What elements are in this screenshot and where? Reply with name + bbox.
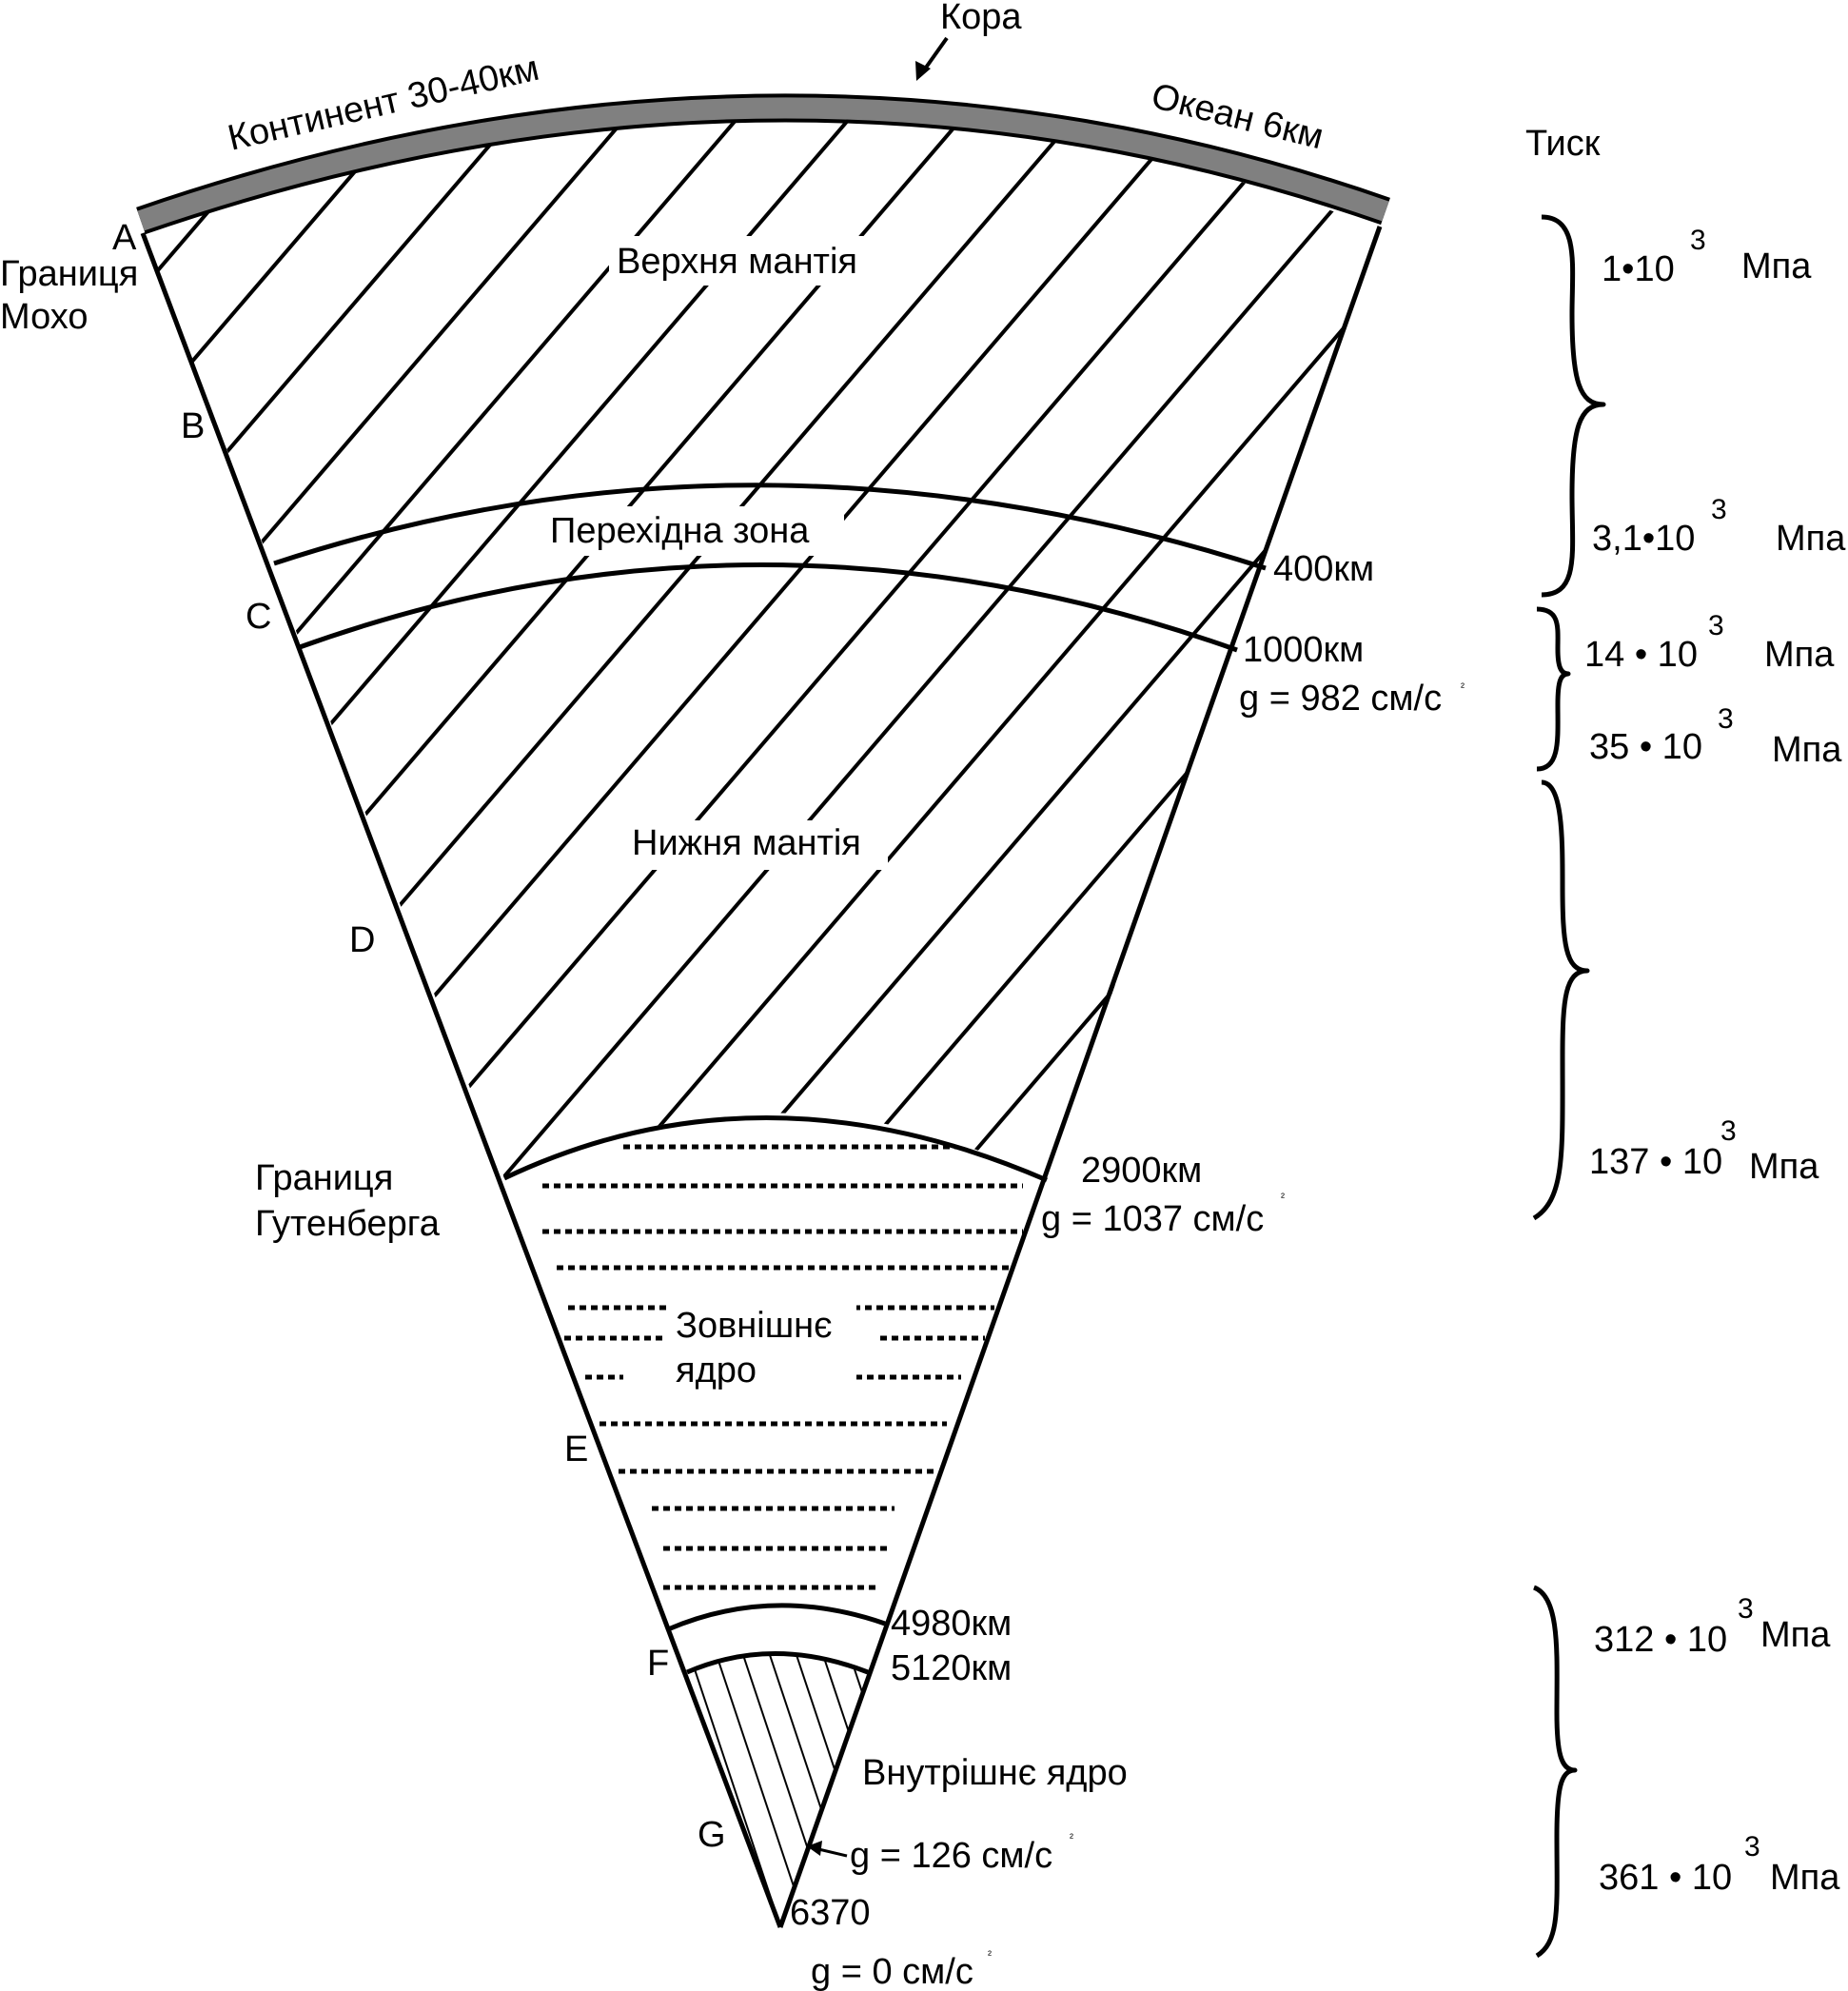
hatch-line bbox=[143, 114, 1016, 1180]
depth-1000km: 1000км bbox=[1243, 630, 1364, 670]
pressure-2-unit: Мпа bbox=[1776, 519, 1846, 559]
pressure-6: 312 • 10 bbox=[1594, 1620, 1727, 1660]
gravity-inner: g = 126 см/с bbox=[850, 1836, 1052, 1876]
boundary-gutenberg bbox=[502, 1115, 1048, 1183]
brace-4 bbox=[1532, 1585, 1578, 1959]
gravity-center: g = 0 см/с bbox=[811, 1952, 973, 1991]
hatch-line bbox=[730, 1653, 836, 1927]
pressure-5-exp: 3 bbox=[1720, 1115, 1737, 1147]
hatch-line bbox=[143, 114, 679, 1180]
pressure-3-exp: 3 bbox=[1708, 610, 1724, 641]
brace-3 bbox=[1532, 779, 1590, 1221]
pressure-6-exp: 3 bbox=[1738, 1593, 1754, 1625]
pressure-7-unit: Мпа bbox=[1770, 1858, 1840, 1898]
point-d: D bbox=[349, 920, 375, 960]
depth-4980km: 4980км bbox=[891, 1604, 1012, 1644]
point-a: A bbox=[112, 218, 137, 258]
boundary-5120km bbox=[686, 1651, 869, 1675]
point-g: G bbox=[698, 1815, 726, 1855]
hatch-line bbox=[143, 114, 1129, 1180]
pressure-2-exp: 3 bbox=[1711, 494, 1727, 525]
hatch-line bbox=[836, 1653, 868, 1927]
outer-core-label-line2: ядро bbox=[676, 1350, 757, 1390]
brace-2 bbox=[1536, 606, 1571, 772]
gravity-center-sup: ² bbox=[988, 1948, 992, 1961]
pressure-1-unit: Мпа bbox=[1741, 246, 1812, 286]
pressure-5-unit: Мпа bbox=[1749, 1147, 1819, 1187]
hatch-line bbox=[143, 114, 1241, 1180]
pressure-1-exp: 3 bbox=[1690, 225, 1706, 256]
transition-zone-label: Перехідна зона bbox=[550, 511, 810, 551]
hatch-line bbox=[263, 114, 1380, 1180]
gutenberg-label-line2: Гутенберга bbox=[255, 1204, 441, 1244]
wedge-right-side bbox=[777, 226, 1383, 1928]
gravity-2900km-sup: ² bbox=[1281, 1191, 1285, 1204]
crust-band-fill bbox=[137, 97, 1389, 231]
gravity-2900km: g = 1037 см/с bbox=[1041, 1199, 1264, 1239]
moho-label-line2: Мохо bbox=[0, 297, 88, 337]
pressure-6-unit: Мпа bbox=[1760, 1615, 1831, 1655]
boundary-1000km bbox=[296, 562, 1238, 653]
hatch-line bbox=[375, 114, 1380, 1180]
hatch-line bbox=[143, 114, 567, 1180]
pressure-7-exp: 3 bbox=[1744, 1831, 1760, 1863]
pressure-3: 14 • 10 bbox=[1584, 635, 1698, 675]
pressure-2: 3,1•10 bbox=[1592, 519, 1695, 559]
boundary-4980km bbox=[667, 1603, 886, 1632]
point-b: B bbox=[181, 406, 205, 446]
gravity-1000km-sup: ² bbox=[1461, 680, 1465, 694]
brace-1 bbox=[1541, 214, 1606, 598]
depth-400km: 400км bbox=[1273, 549, 1374, 589]
inner-core-label: Внутрішнє ядро bbox=[862, 1753, 1128, 1793]
upper-mantle-label: Верхня мантія bbox=[617, 242, 857, 282]
lower-mantle-label: Нижня мантія bbox=[632, 823, 861, 863]
pressure-7: 361 • 10 bbox=[1599, 1858, 1732, 1898]
hatch-line bbox=[143, 114, 455, 1180]
outer-core-label-line1: Зовнішнє bbox=[676, 1306, 833, 1346]
hatch-line bbox=[150, 114, 1353, 1180]
point-c: C bbox=[246, 597, 271, 637]
moho-label-line1: Границя bbox=[0, 254, 138, 294]
pressure-4: 35 • 10 bbox=[1589, 727, 1702, 767]
gravity-1000km: g = 982 см/с bbox=[1239, 679, 1442, 719]
pressure-title: Тиск bbox=[1525, 124, 1601, 164]
crust-label: Кора bbox=[940, 0, 1022, 37]
depth-5120km: 5120км bbox=[891, 1648, 1012, 1688]
gutenberg-label-line1: Границя bbox=[255, 1158, 393, 1198]
depth-6370: 6370 bbox=[790, 1893, 871, 1933]
outer-core-dashes bbox=[542, 1144, 1023, 1590]
pressure-5: 137 • 10 bbox=[1589, 1142, 1722, 1182]
pressure-4-unit: Мпа bbox=[1772, 730, 1842, 770]
hatch-line bbox=[703, 1653, 810, 1927]
boundary-400km bbox=[273, 483, 1267, 571]
hatch-line bbox=[487, 114, 1380, 1180]
pressure-1: 1•10 bbox=[1602, 249, 1675, 289]
pressure-3-unit: Мпа bbox=[1764, 635, 1835, 675]
crust-arrowhead-icon bbox=[915, 61, 931, 81]
gravity-inner-sup: ² bbox=[1070, 1831, 1073, 1844]
gravity-inner-arrowhead-icon bbox=[807, 1841, 822, 1856]
depth-2900km: 2900км bbox=[1081, 1151, 1202, 1191]
point-f: F bbox=[647, 1644, 669, 1684]
wedge-left-side bbox=[140, 232, 783, 1928]
point-e: E bbox=[564, 1429, 588, 1469]
pressure-4-exp: 3 bbox=[1718, 703, 1734, 735]
